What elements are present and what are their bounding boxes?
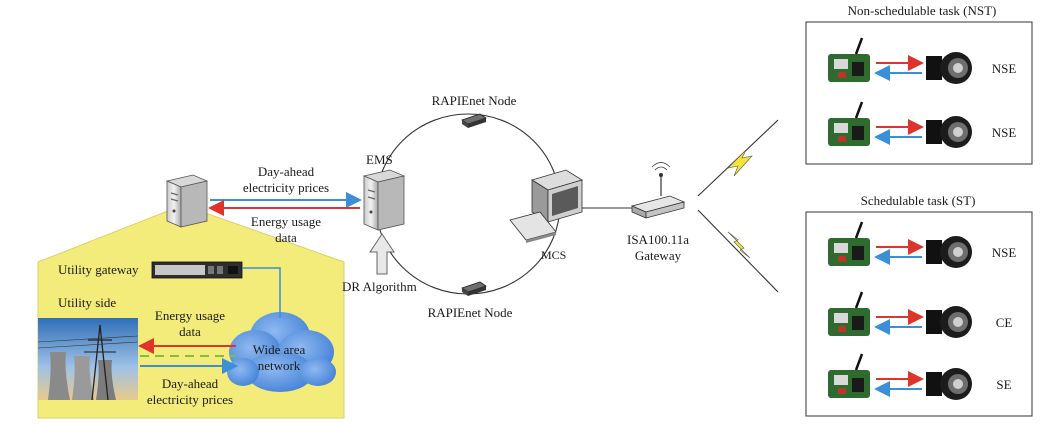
device-row: SE [828, 353, 1012, 400]
utility-gateway-label: Utility gateway [58, 262, 139, 277]
utility-server-icon [165, 174, 209, 228]
st-panel-title: Schedulable task (ST) [861, 193, 976, 208]
lightning-bolt-lower-icon [727, 231, 751, 259]
sensor-node-icon [828, 101, 870, 146]
day-ahead-top-line2: electricity prices [243, 180, 329, 195]
energy-usage-bottom-line2: data [179, 324, 201, 339]
wan-label-line2: network [258, 358, 301, 373]
rapienet-node-top-icon [461, 113, 487, 128]
day-ahead-top-line1: Day-ahead [258, 164, 315, 179]
gateway-to-wan-link [242, 267, 281, 318]
utility-side-label: Utility side [58, 295, 116, 310]
sensor-node-icon [828, 37, 870, 82]
actuator-icon [926, 52, 972, 84]
wireless-link-lower [697, 209, 779, 293]
device-row: NSE [828, 221, 1017, 268]
device-label: NSE [992, 61, 1017, 76]
day-ahead-bottom-line2: electricity prices [147, 392, 233, 407]
day-ahead-bottom-line1: Day-ahead [162, 376, 219, 391]
ems-server-icon [362, 169, 406, 231]
utility-gateway-device-icon [151, 261, 243, 279]
dr-algorithm-arrow-icon [369, 233, 395, 275]
gateway-label-line2: Gateway [635, 248, 682, 263]
nst-device-list: NSE NSE [828, 37, 1017, 148]
device-row: NSE [828, 101, 1017, 148]
device-row: NSE [828, 37, 1017, 84]
lightning-bolt-upper-icon [727, 149, 753, 177]
dr-algorithm-label: DR Algorithm [342, 279, 417, 294]
actuator-icon [926, 236, 972, 268]
nst-panel-title: Non-schedulable task (NST) [848, 3, 997, 18]
wide-area-network-cloud [227, 312, 336, 392]
device-row: CE [828, 291, 1013, 338]
actuator-icon [926, 368, 972, 400]
rapienet-bottom-label: RAPIEnet Node [428, 305, 513, 320]
rapienet-top-label: RAPIEnet Node [432, 93, 517, 108]
energy-usage-top-line2: data [275, 230, 297, 245]
sensor-node-icon [828, 291, 870, 336]
device-label: CE [996, 315, 1013, 330]
actuator-icon [926, 306, 972, 338]
wan-label-line1: Wide area [253, 342, 306, 357]
device-label: SE [996, 377, 1011, 392]
sensor-node-icon [828, 221, 870, 266]
device-label: NSE [992, 125, 1017, 140]
actuator-icon [926, 116, 972, 148]
mcs-computer-icon [509, 169, 583, 243]
mcs-label: MCS [541, 248, 566, 262]
energy-usage-top-line1: Energy usage [251, 214, 321, 229]
rapienet-node-bottom-icon [461, 281, 487, 296]
st-device-list: NSE CE SE [828, 221, 1017, 400]
sensor-node-icon [828, 353, 870, 398]
energy-usage-bottom-line1: Energy usage [155, 308, 225, 323]
ems-label: EMS [366, 152, 393, 167]
gateway-label-line1: ISA100.11a [627, 232, 689, 247]
device-label: NSE [992, 245, 1017, 260]
power-plant-image [37, 318, 139, 401]
isa-gateway-icon [630, 162, 686, 219]
